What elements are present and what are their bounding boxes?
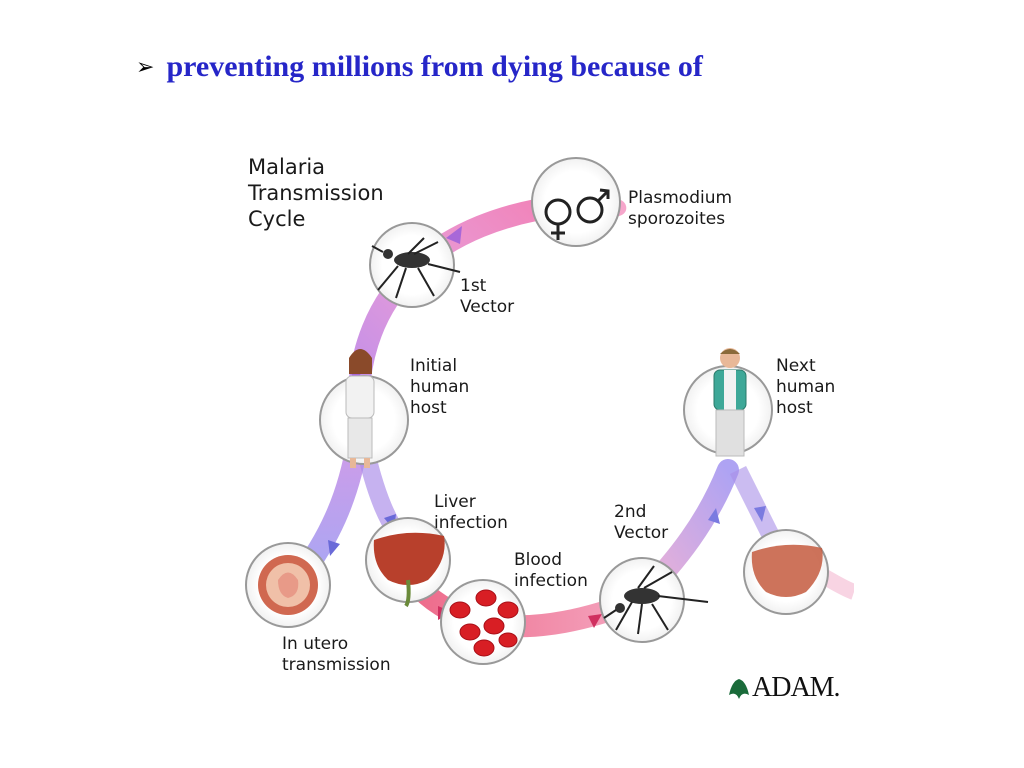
arrow-icon: [754, 506, 766, 522]
fetus-icon: [278, 572, 299, 598]
next-liver-node: [743, 529, 829, 615]
blood-node: [440, 579, 526, 665]
vector1-node: [369, 222, 461, 308]
cycle-artwork: [245, 157, 854, 665]
malaria-cycle-diagram: Malaria Transmission Cycle Plasmodium sp…: [238, 140, 854, 710]
liver-icon: [751, 544, 823, 597]
label-utero: In utero transmission: [282, 634, 391, 675]
bullet-point: ➢ preventing millions from dying because…: [136, 50, 703, 84]
mosquito-icon: [371, 237, 461, 299]
female-symbol-icon: [544, 198, 572, 240]
label-liver: Liver infection: [434, 492, 508, 533]
red-blood-cell-icon: [449, 589, 519, 657]
arrow-icon: [446, 226, 462, 244]
vector2-node: [599, 557, 709, 643]
arrow-icon: [708, 508, 720, 524]
label-initial-host: Initial human host: [410, 356, 470, 418]
arrow-bullet-icon: ➢: [136, 54, 155, 80]
adam-logo: ADAM.: [726, 672, 841, 704]
sporozoites-node: [531, 157, 621, 247]
initial-host-node: [319, 349, 409, 468]
arrow-icon: [328, 540, 340, 556]
bullet-text: preventing millions from dying because o…: [166, 50, 703, 83]
liver-node: [365, 517, 451, 608]
male-symbol-icon: [576, 188, 610, 224]
label-next-host: Next human host: [776, 356, 836, 418]
logo-text: ADAM.: [752, 672, 841, 703]
liver-icon: [373, 532, 445, 585]
label-vector1: 1st Vector: [460, 276, 515, 317]
mosquito-icon: [603, 565, 709, 635]
arrow-icon: [588, 614, 602, 628]
woman-figure-icon: [345, 349, 375, 468]
label-blood: Blood infection: [514, 550, 588, 591]
leaf-icon: [729, 679, 749, 699]
utero-node: [245, 542, 331, 628]
next-host-node: [683, 348, 773, 457]
label-vector2: 2nd Vector: [614, 502, 669, 543]
diagram-title: Malaria Transmission Cycle: [248, 155, 384, 231]
man-figure-icon: [713, 348, 747, 457]
label-sporozoites: Plasmodium sporozoites: [628, 188, 733, 229]
